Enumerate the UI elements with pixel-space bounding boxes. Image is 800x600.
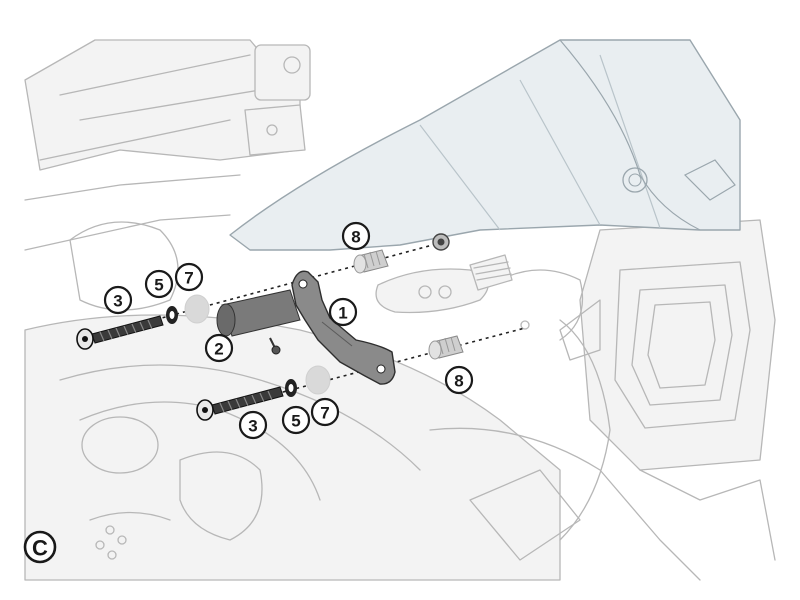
callout-7-upper: 7 bbox=[174, 262, 204, 292]
callout-7-lower: 7 bbox=[310, 397, 340, 427]
washer-lower bbox=[285, 379, 297, 397]
svg-text:C: C bbox=[32, 536, 48, 561]
callout-1: 1 bbox=[328, 297, 358, 327]
callout-8-upper: 8 bbox=[341, 221, 371, 251]
washer-upper bbox=[166, 306, 178, 324]
mounting-bracket bbox=[291, 270, 396, 385]
svg-text:5: 5 bbox=[154, 276, 163, 295]
callout-5-upper: 5 bbox=[144, 269, 174, 299]
cylinder-mount bbox=[216, 289, 301, 355]
callout-2: 2 bbox=[204, 333, 234, 363]
svg-text:8: 8 bbox=[454, 372, 463, 391]
callout-3-lower: 3 bbox=[238, 410, 268, 440]
svg-text:2: 2 bbox=[214, 340, 223, 359]
svg-text:1: 1 bbox=[338, 304, 347, 323]
svg-text:3: 3 bbox=[113, 292, 122, 311]
spacer-upper bbox=[184, 294, 210, 324]
svg-text:8: 8 bbox=[351, 228, 360, 247]
motorcycle-fairing-outline bbox=[24, 39, 776, 581]
grommet-lower bbox=[428, 335, 464, 360]
grommet-upper bbox=[353, 249, 389, 274]
svg-text:3: 3 bbox=[248, 417, 257, 436]
svg-text:7: 7 bbox=[184, 269, 193, 288]
callout-8-lower: 8 bbox=[444, 365, 474, 395]
svg-text:5: 5 bbox=[291, 412, 300, 431]
svg-text:7: 7 bbox=[320, 404, 329, 423]
screw-upper bbox=[76, 315, 164, 350]
assembly-axis-lower bbox=[214, 327, 526, 411]
screw-lower bbox=[196, 386, 284, 421]
windscreen bbox=[229, 39, 741, 251]
callout-3-upper: 3 bbox=[103, 285, 133, 315]
spacer-lower bbox=[305, 365, 331, 395]
upper-mount-nut bbox=[432, 233, 450, 251]
step-label: C bbox=[23, 530, 57, 564]
callout-5-lower: 5 bbox=[281, 405, 311, 435]
